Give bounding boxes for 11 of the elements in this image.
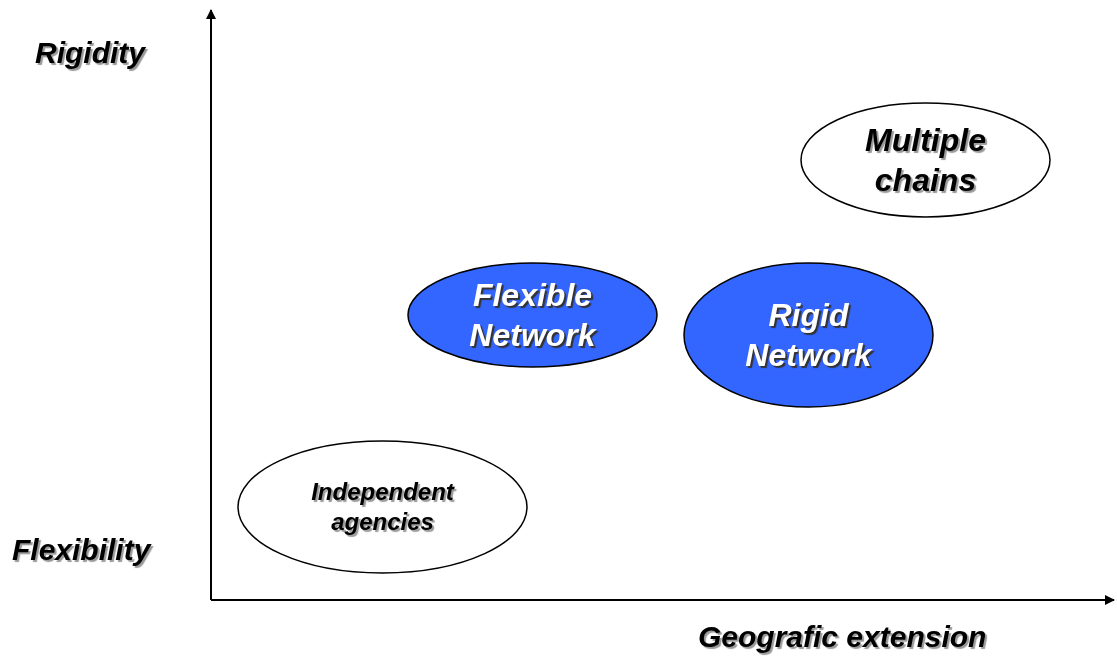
node-label: Flexible Network xyxy=(468,276,598,355)
node-label: Independent agencies xyxy=(310,477,456,537)
ellipse-node xyxy=(407,262,658,368)
ellipse-node xyxy=(683,262,934,408)
axis-label: Geografic extension xyxy=(698,620,987,654)
axis-label: Rigidity xyxy=(35,36,145,70)
axis-label: Flexibility xyxy=(12,533,151,567)
node-label: Multiple chains xyxy=(864,121,987,200)
node-label: Rigid Network xyxy=(744,296,874,375)
ellipse-node xyxy=(800,102,1051,218)
ellipse-node xyxy=(237,440,528,574)
